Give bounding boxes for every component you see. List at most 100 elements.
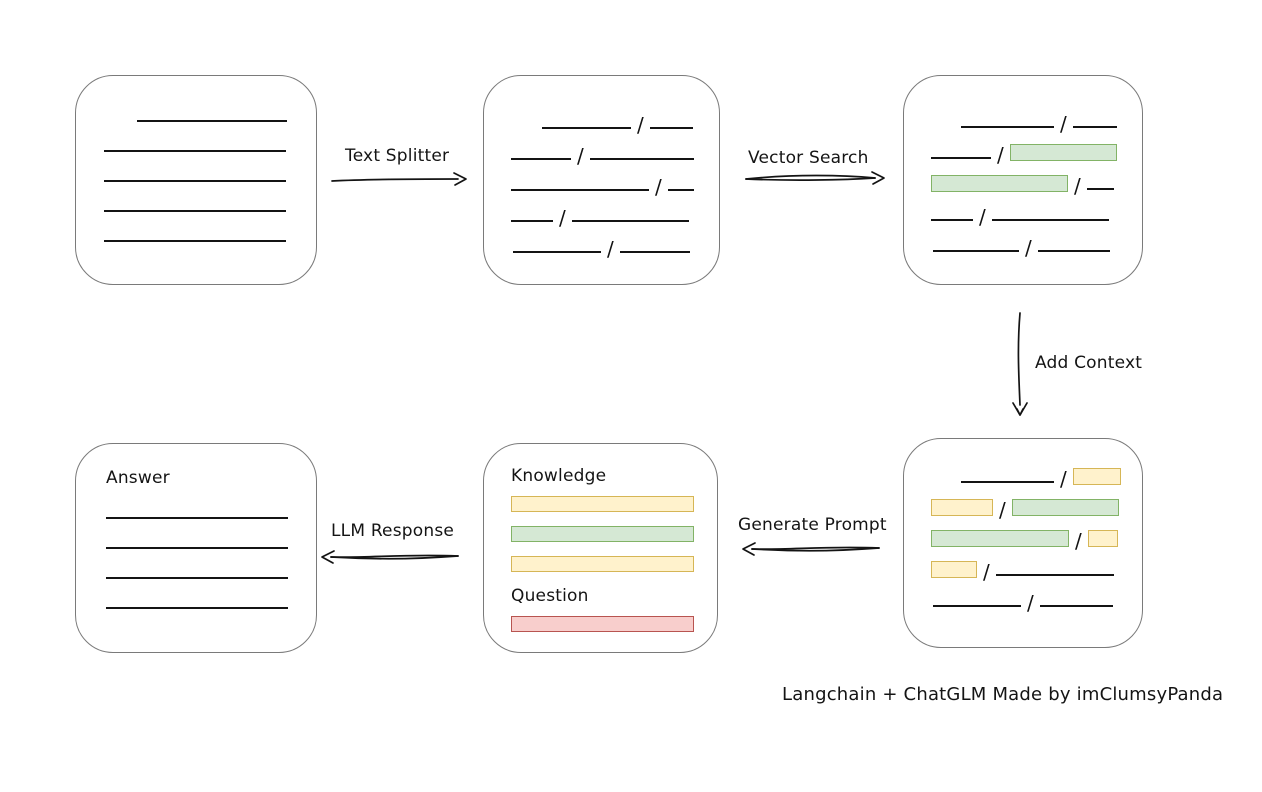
- sketch-row: /: [931, 483, 1142, 520]
- sketch-line: [511, 158, 571, 160]
- sketch-row: [106, 519, 316, 549]
- arrow-label-text-splitter: Text Splitter: [345, 146, 450, 166]
- slash-glyph: /: [1025, 236, 1032, 260]
- arrow-label-llm-response: LLM Response: [331, 521, 455, 541]
- yellow-chunk: [1087, 530, 1118, 547]
- sketch-line: [542, 127, 631, 129]
- sketch-row: /: [931, 545, 1142, 582]
- sketch-line: [667, 189, 694, 191]
- sketch-line: [104, 150, 286, 152]
- node-content: / / / / /: [904, 439, 1142, 647]
- slash-glyph: /: [1060, 112, 1067, 136]
- sketch-line: [106, 607, 288, 609]
- sketch-row: [106, 549, 316, 579]
- sketch-line: [931, 157, 991, 159]
- slash-glyph: /: [559, 206, 566, 230]
- yellow-chunk: [931, 499, 993, 516]
- sketch-row: [511, 496, 717, 526]
- green-chunk: [931, 175, 1068, 192]
- sketch-row: Answer: [106, 468, 316, 489]
- sketch-row: [106, 489, 316, 519]
- slash-glyph: /: [1074, 174, 1081, 198]
- sketch-row: /: [931, 128, 1142, 165]
- row-label: Answer: [106, 468, 170, 488]
- sketch-row: /: [513, 222, 719, 259]
- node-content: /////: [484, 76, 719, 284]
- yellow-chunk: [511, 496, 694, 512]
- arrow-label-vector-search: Vector Search: [748, 148, 869, 168]
- sketch-line: [619, 251, 690, 253]
- sketch-line: [961, 481, 1054, 483]
- sketch-row: [511, 556, 717, 586]
- slash-glyph: /: [655, 175, 662, 199]
- green-chunk: [931, 530, 1069, 547]
- arrow-label-add-context: Add Context: [1035, 353, 1143, 373]
- sketch-line: [137, 120, 287, 122]
- slash-glyph: /: [637, 113, 644, 137]
- sketch-line: [589, 158, 694, 160]
- sketch-row: /: [931, 514, 1142, 551]
- sketch-line: [931, 219, 973, 221]
- sketch-line: [104, 210, 286, 212]
- sketch-row: Knowledge: [511, 466, 717, 496]
- node-matched-chunks: /////: [903, 75, 1143, 285]
- yellow-chunk: [511, 556, 694, 572]
- sketch-row: /: [511, 191, 719, 228]
- sketch-line: [106, 547, 288, 549]
- generate-prompt-arrow-icon: [742, 542, 880, 556]
- node-content: [76, 76, 316, 284]
- sketch-line: [933, 605, 1021, 607]
- sketch-row: [106, 579, 316, 609]
- caption: Langchain + ChatGLM Made by imClumsyPand…: [782, 684, 1224, 705]
- node-content: Answer: [76, 444, 316, 652]
- sketch-row: /: [542, 98, 719, 135]
- sketch-row: [104, 212, 316, 242]
- sketch-row: /: [511, 160, 719, 197]
- slash-glyph: /: [1060, 467, 1067, 491]
- node-answer: Answer: [75, 443, 317, 653]
- yellow-chunk: [931, 561, 977, 578]
- sketch-row: [137, 92, 316, 122]
- llm-response-arrow-icon: [321, 550, 459, 564]
- sketch-row: /: [511, 129, 719, 166]
- vector-search-arrow-icon: [745, 171, 885, 185]
- node-context-chunks: / / / / /: [903, 438, 1143, 648]
- sketch-line: [106, 517, 288, 519]
- sketch-line: [511, 189, 649, 191]
- sketch-line: [1037, 250, 1110, 252]
- sketch-line: [104, 240, 286, 242]
- sketch-row: [104, 152, 316, 182]
- sketch-row: [104, 182, 316, 212]
- sketch-row: /: [931, 159, 1142, 196]
- slash-glyph: /: [979, 205, 986, 229]
- sketch-line: [106, 577, 288, 579]
- green-chunk: [1011, 499, 1119, 516]
- sketch-row: Question: [511, 586, 717, 616]
- green-chunk: [511, 526, 694, 542]
- slash-glyph: /: [1027, 591, 1034, 615]
- sketch-line: [961, 126, 1054, 128]
- sketch-line: [991, 219, 1109, 221]
- slash-glyph: /: [607, 237, 614, 261]
- slash-glyph: /: [983, 560, 990, 584]
- sketch-row: [511, 526, 717, 556]
- green-chunk: [1009, 144, 1117, 161]
- sketch-row: /: [961, 452, 1142, 489]
- slash-glyph: /: [1075, 529, 1082, 553]
- add-context-arrow-icon: [1012, 312, 1028, 416]
- text-splitter-arrow-icon: [331, 172, 467, 186]
- sketch-line: [1086, 188, 1114, 190]
- node-source-document: [75, 75, 317, 285]
- sketch-row: /: [933, 221, 1142, 258]
- sketch-row: /: [961, 97, 1142, 134]
- slash-glyph: /: [999, 498, 1006, 522]
- arrow-label-generate-prompt: Generate Prompt: [738, 515, 887, 535]
- node-split-chunks: /////: [483, 75, 720, 285]
- node-content: /////: [904, 76, 1142, 284]
- yellow-chunk: [1072, 468, 1121, 485]
- sketch-line: [649, 127, 693, 129]
- sketch-row: /: [931, 190, 1142, 227]
